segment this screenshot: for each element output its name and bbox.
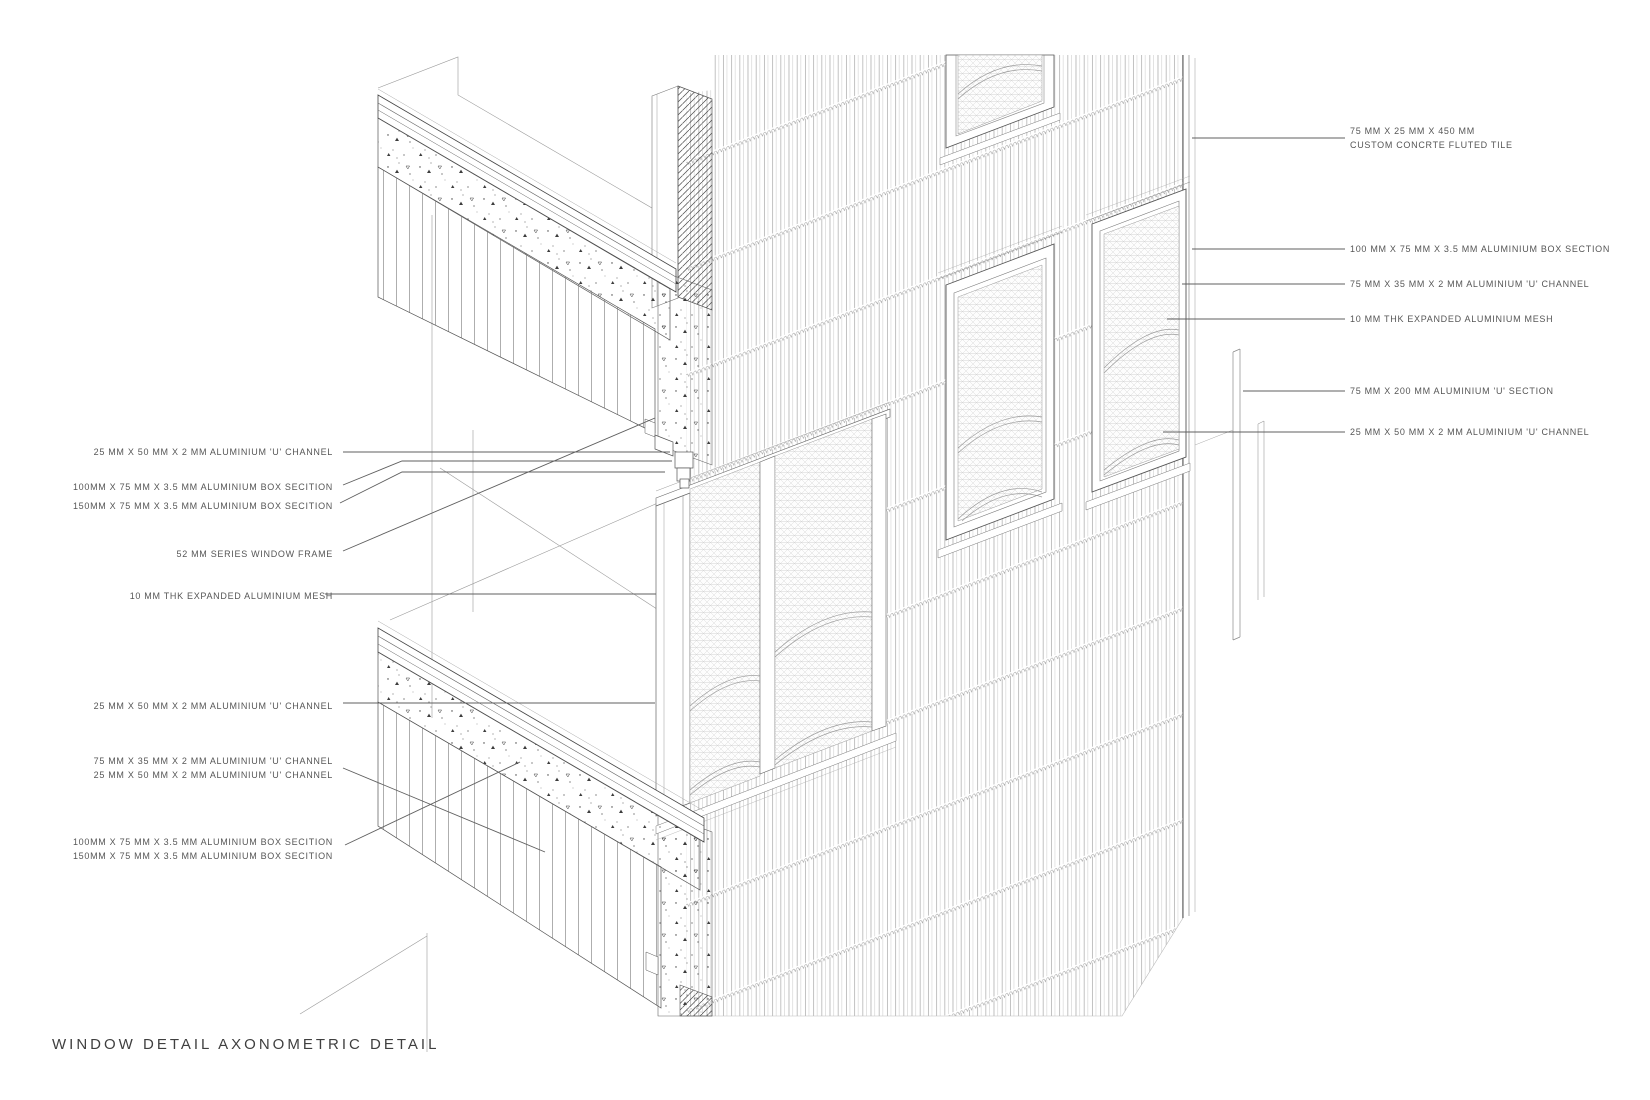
annotation-label: 25 MM X 50 MM X 2 MM ALUMINIUM 'U' CHANN… [93, 701, 333, 711]
mesh-panel [957, 264, 1043, 522]
hatch-strip-lower [679, 984, 713, 1017]
window-sill [1085, 462, 1191, 511]
mesh-panel [774, 418, 873, 769]
window-mullion [759, 455, 776, 775]
window-sill [939, 112, 1061, 166]
annotation-label: 25 MM X 50 MM X 2 MM ALUMINIUM 'U' CHANN… [1350, 427, 1590, 437]
window-sill [937, 502, 1063, 559]
window-right [1085, 175, 1191, 511]
balcony-slab-concrete [377, 117, 671, 341]
balcony-rail-cap [377, 94, 677, 293]
window-top [939, 54, 1061, 166]
corner-window [655, 401, 897, 841]
annotation-label: 100MM X 75 MM X 3.5 MM ALUMINIUM BOX SEC… [72, 482, 333, 492]
annotation-label: 75 MM X 25 MM X 450 MM CUSTOM CONCRTE FL… [1350, 126, 1513, 150]
mesh-panel [689, 461, 761, 804]
annotation-label: 10 MM THK EXPANDED ALUMINIUM MESH [129, 591, 333, 601]
annotation-label: 100 MM X 75 MM X 3.5 MM ALUMINIUM BOX SE… [1350, 244, 1611, 254]
concrete-column-upper [657, 269, 713, 466]
facade-top-mask [652, 55, 712, 98]
annotation-label: 75 MM X 35 MM X 2 MM ALUMINIUM 'U' CHANN… [1350, 279, 1590, 289]
window-middle [937, 225, 1063, 559]
mesh-panel [957, 54, 1043, 135]
facade [652, 55, 1196, 1017]
window-frame-right [871, 413, 887, 732]
annotation-label: 100MM X 75 MM X 3.5 MM ALUMINIUM BOX SEC… [72, 837, 333, 861]
annotation-label: 75 MM X 200 MM ALUMINIUM 'U' SECTION [1350, 386, 1554, 396]
annotation-label: 150MM X 75 MM X 3.5 MM ALUMINIUM BOX SEC… [72, 501, 333, 511]
window-frame-left [655, 492, 691, 817]
upper-balcony [377, 88, 677, 438]
drawing-title: WINDOW DETAIL AXONOMETRIC DETAIL [52, 1036, 440, 1053]
corner-return-u-section [1194, 348, 1265, 641]
hatch-strip [677, 85, 713, 311]
annotation-label: 25 MM X 50 MM X 2 MM ALUMINIUM 'U' CHANN… [93, 447, 333, 457]
annotation-label: 10 MM THK EXPANDED ALUMINIUM MESH [1350, 314, 1554, 324]
mesh-panel [1103, 205, 1180, 478]
box-section-brackets [654, 434, 694, 489]
annotation-label: 75 MM X 35 MM X 2 MM ALUMINIUM 'U' CHANN… [93, 756, 333, 780]
annotation-label: 52 MM SERIES WINDOW FRAME [176, 549, 333, 559]
